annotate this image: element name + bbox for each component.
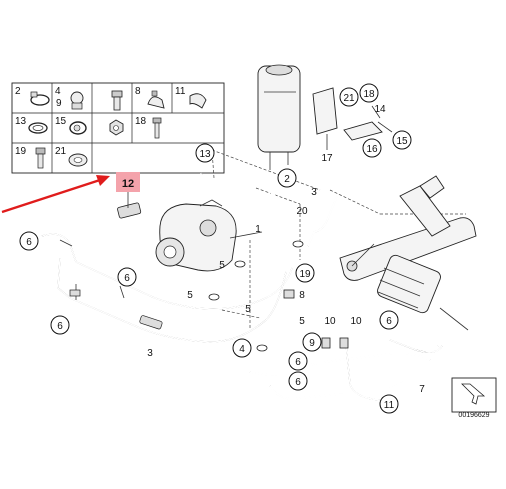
callout-5-c: 5 <box>245 304 251 315</box>
bolt-icon <box>111 90 123 111</box>
callout-3-bottom: 3 <box>147 348 153 359</box>
callout-7: 7 <box>419 384 425 395</box>
diagram-code-box: 00196629 <box>451 377 497 419</box>
callout-6-d: 6 <box>386 316 392 327</box>
hollow-bolt-icon <box>35 147 46 169</box>
callout-10-a: 10 <box>324 316 336 327</box>
screw-icon <box>152 117 162 139</box>
power-steering-pump <box>155 199 263 272</box>
spring-clamp-icon <box>28 122 48 134</box>
clip-icon <box>69 121 87 135</box>
callout-5-d: 5 <box>299 316 305 327</box>
callout-21: 21 <box>343 93 355 104</box>
bracket-left <box>312 87 338 135</box>
highlight-box-12 <box>116 172 140 192</box>
grid-label-8: 8 <box>135 86 141 97</box>
callout-14: 14 <box>374 104 386 115</box>
callout-6-c: 6 <box>57 321 63 332</box>
callout-17: 17 <box>321 153 333 164</box>
callout-19: 19 <box>299 269 311 280</box>
hex-nut-icon <box>109 119 124 136</box>
callout-5-b: 5 <box>187 290 193 301</box>
callout-1: 1 <box>255 224 261 235</box>
callout-16: 16 <box>366 144 378 155</box>
callout-2: 2 <box>284 174 290 185</box>
callout-12: 12 <box>122 178 134 190</box>
callout-18: 18 <box>363 89 375 100</box>
grid-label-15: 15 <box>55 116 67 127</box>
callout-6-e: 6 <box>295 357 301 368</box>
grid-label-19: 19 <box>15 146 27 157</box>
seal-ring-icon <box>68 153 88 167</box>
callout-6-a: 6 <box>26 237 32 248</box>
callout-13: 13 <box>199 149 211 160</box>
bracket-right <box>343 121 383 141</box>
callout-20: 20 <box>296 206 308 217</box>
grid-label-4: 4 <box>55 86 61 97</box>
hose-clamp-icon <box>30 91 50 106</box>
callout-4: 4 <box>239 344 245 355</box>
small-fittings <box>59 239 349 352</box>
parts-grid: 2 4 8 11 13 15 18 19 21 9 <box>11 82 225 174</box>
grid-label-2: 2 <box>15 86 21 97</box>
callout-10-b: 10 <box>350 316 362 327</box>
hoses <box>41 172 443 401</box>
reservoir-assembly <box>257 64 393 170</box>
svg-text:9: 9 <box>56 98 62 109</box>
callout-8: 8 <box>299 290 305 301</box>
callout-15: 15 <box>396 136 408 147</box>
bracket-clamp-icon <box>147 90 165 109</box>
callout-9: 9 <box>309 338 315 349</box>
callout-6-b: 6 <box>124 273 130 284</box>
hose-holder-icon <box>189 93 207 109</box>
grid-label-13: 13 <box>15 116 27 127</box>
grid-label-18: 18 <box>135 116 147 127</box>
callout-11: 11 <box>384 400 395 411</box>
reservoir-body <box>257 65 301 153</box>
red-arrow-icon <box>1 175 110 214</box>
diagram-code: 00196629 <box>458 412 489 419</box>
grid-label-11: 11 <box>175 86 186 97</box>
steering-rack <box>339 175 477 331</box>
grid-label-21: 21 <box>55 146 67 157</box>
callout-3-top: 3 <box>311 187 317 198</box>
view-arrow-icon <box>461 383 486 405</box>
callout-5-a: 5 <box>219 260 225 271</box>
callouts: 21 18 14 16 15 17 13 2 3 20 1 12 6 5 6 5… <box>19 83 425 414</box>
callout-6-f: 6 <box>295 377 301 388</box>
fitting-icon: 9 <box>56 91 84 110</box>
